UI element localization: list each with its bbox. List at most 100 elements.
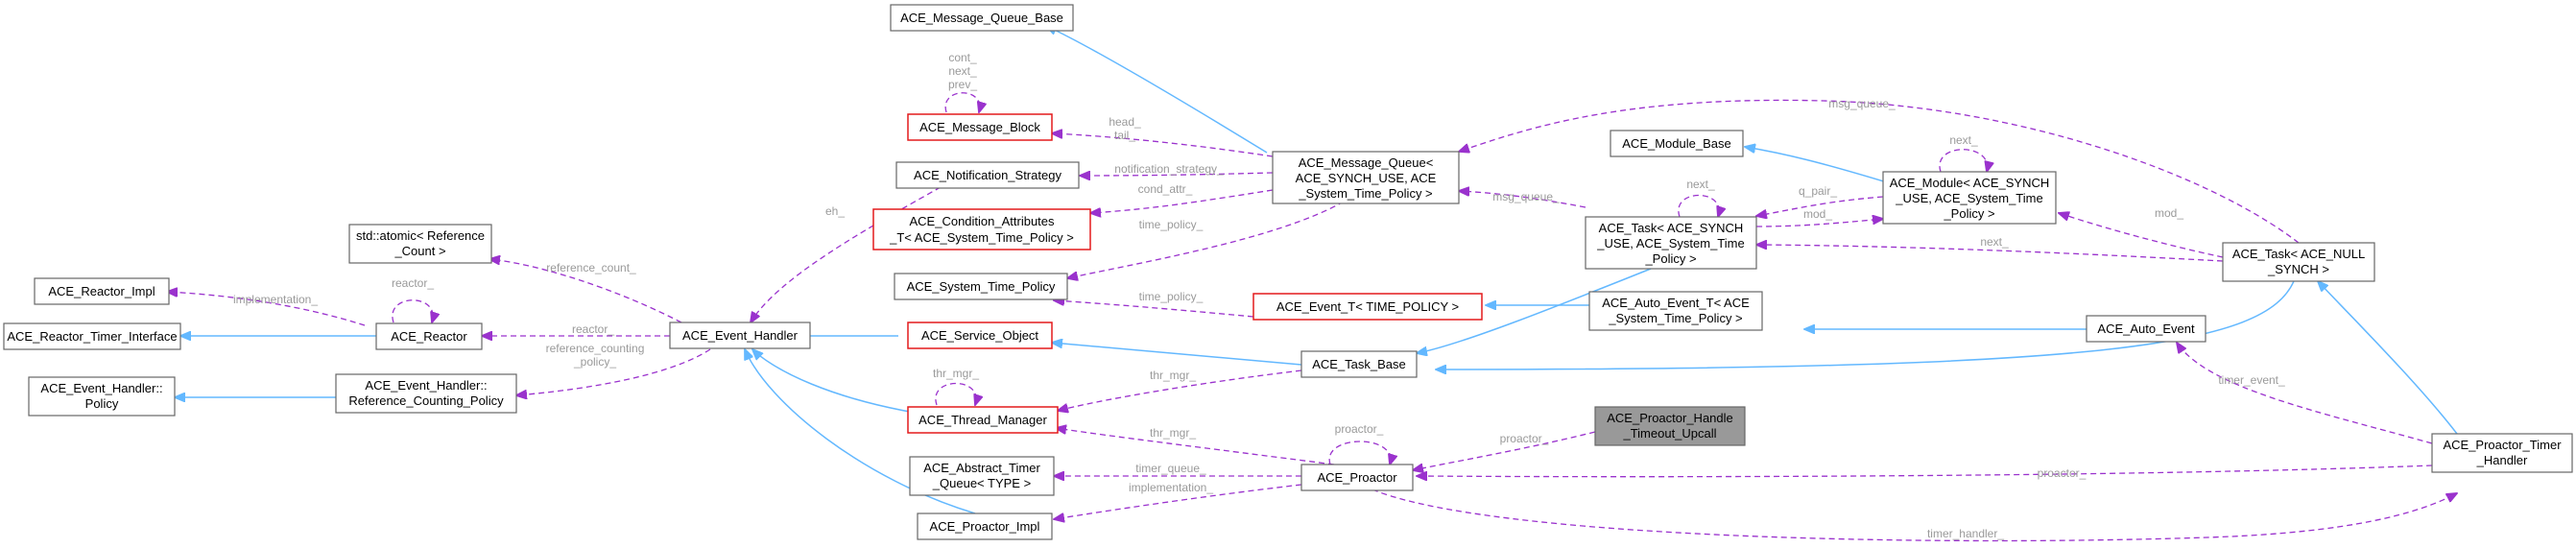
svg-text:ACE_Proactor: ACE_Proactor (1317, 470, 1397, 485)
label-pth-ae: timer_event_ (2218, 373, 2285, 387)
edge-eh-to-rcp (516, 348, 711, 395)
node-ace-message-queue[interactable]: ACE_Message_Queue< ACE_SYNCH_USE, ACE _S… (1272, 151, 1460, 204)
edge-mod-to-modb (1745, 147, 1888, 183)
svg-text:_Handler: _Handler (2476, 453, 2528, 467)
label-reactor-self: reactor_ (392, 276, 434, 290)
edge-tnull-to-task (1756, 245, 2224, 262)
edge-mod-self (1939, 149, 1988, 172)
node-ace-task-null-synch[interactable]: ACE_Task< ACE_NULL _SYNCH > (2222, 242, 2375, 282)
node-ace-condition-attributes[interactable]: ACE_Condition_Attributes _T< ACE_System_… (872, 208, 1091, 250)
svg-text:ACE_Message_Block: ACE_Message_Block (919, 120, 1040, 134)
svg-text:_System_Time_Policy >: _System_Time_Policy > (1298, 186, 1432, 201)
node-ace-proactor-impl[interactable]: ACE_Proactor_Impl (917, 512, 1053, 540)
label-tm-self: thr_mgr_ (933, 367, 979, 380)
edge-task-to-tb (1417, 268, 1652, 353)
node-ace-auto-event[interactable]: ACE_Auto_Event (2086, 315, 2206, 343)
edge-reactor-self (392, 299, 433, 322)
edge-tm-self (935, 382, 976, 406)
label-pro-pth: timer_handler_ (1927, 527, 2004, 540)
svg-text:_Policy >: _Policy > (1943, 206, 1994, 221)
svg-text:ACE_Module_Base: ACE_Module_Base (1622, 136, 1730, 151)
svg-text:ACE_Abstract_Timer: ACE_Abstract_Timer (923, 461, 1040, 475)
label-pth-pro: proactor_ (2038, 466, 2087, 480)
edge-task-self (1678, 194, 1719, 218)
node-ace-message-queue-base[interactable]: ACE_Message_Queue_Base (890, 4, 1074, 32)
label-tnull-mq: msg_queue_ (1828, 97, 1896, 110)
node-ace-service-object[interactable]: ACE_Service_Object (907, 322, 1053, 349)
node-ace-abstract-timer-queue[interactable]: ACE_Abstract_Timer _Queue< TYPE > (909, 456, 1055, 496)
edge-tb-to-tm (1058, 369, 1302, 411)
label-mod-self: next_ (1949, 133, 1978, 147)
label-tnull-task: next_ (1980, 235, 2009, 249)
node-ace-proactor[interactable]: ACE_Proactor (1300, 464, 1414, 491)
node-ace-task[interactable]: ACE_Task< ACE_SYNCH _USE, ACE_System_Tim… (1585, 216, 1757, 270)
svg-text:_SYNCH >: _SYNCH > (2267, 262, 2329, 276)
edge-tnull-to-mod (2059, 213, 2224, 258)
svg-text:ACE_Event_Handler::: ACE_Event_Handler:: (40, 381, 162, 395)
svg-text:ACE_Service_Object: ACE_Service_Object (921, 328, 1038, 343)
svg-text:ACE_Auto_Event_T< ACE: ACE_Auto_Event_T< ACE (1602, 296, 1750, 310)
label-ns-eh: eh_ (825, 204, 845, 218)
node-ace-module[interactable]: ACE_Module< ACE_SYNCH _USE, ACE_System_T… (1882, 171, 2057, 225)
label-mq-stp: time_policy_ (1139, 218, 1204, 231)
edge-pro-to-tm (1056, 428, 1335, 465)
node-ace-auto-event-t[interactable]: ACE_Auto_Event_T< ACE _System_Time_Polic… (1588, 291, 1763, 331)
node-ace-reactor-timer-interface[interactable]: ACE_Reactor_Timer_Interface (3, 322, 181, 350)
node-ace-proactor-handle-timeout-upcall[interactable]: ACE_Proactor_Handle _Timeout_Upcall (1594, 406, 1746, 446)
edge-ns-to-eh (751, 186, 942, 322)
label-mq-mb: head_tail_ (1109, 115, 1141, 142)
edge-pimpl-to-eh (745, 349, 976, 514)
label-pro-pimpl: implementation_ (1129, 481, 1213, 494)
svg-text:ACE_System_Time_Policy: ACE_System_Time_Policy (907, 279, 1056, 294)
svg-text:_USE, ACE_System_Time: _USE, ACE_System_Time (1895, 191, 2042, 205)
node-ace-module-base[interactable]: ACE_Module_Base (1610, 130, 1744, 157)
svg-text:ACE_Notification_Strategy: ACE_Notification_Strategy (914, 168, 1061, 182)
node-ace-event-t[interactable]: ACE_Event_T< TIME_POLICY > (1252, 293, 1483, 321)
label-mod-task: q_pair_ (1799, 184, 1837, 198)
edge-mq-to-stp (1067, 201, 1345, 278)
svg-text:ACE_Task< ACE_NULL: ACE_Task< ACE_NULL (2232, 247, 2365, 261)
node-ace-event-handler[interactable]: ACE_Event_Handler (669, 322, 811, 349)
svg-text:ACE_Reactor_Impl: ACE_Reactor_Impl (48, 284, 155, 298)
edge-labels: cont_next_prev_ head_tail_ notification_… (233, 51, 2285, 540)
label-eh-rcp: reference_counting_policy_ (546, 342, 645, 369)
edge-mod-to-task (1756, 196, 1884, 216)
node-ace-system-time-policy[interactable]: ACE_System_Time_Policy (894, 273, 1068, 300)
node-ace-task-base[interactable]: ACE_Task_Base (1300, 350, 1418, 378)
nodes: ACE_Message_Queue_Base ACE_Message_Block… (3, 4, 2573, 540)
node-ace-reactor-impl[interactable]: ACE_Reactor_Impl (34, 277, 170, 305)
svg-text:Policy: Policy (85, 396, 119, 411)
node-ace-thread-manager[interactable]: ACE_Thread_Manager (907, 406, 1059, 434)
svg-text:ACE_Message_Queue<: ACE_Message_Queue< (1299, 155, 1434, 170)
node-std-atomic[interactable]: std::atomic< Reference _Count > (348, 224, 492, 264)
label-tb-tm: thr_mgr_ (1150, 369, 1196, 382)
edge-tnull-to-mq (1459, 99, 2300, 244)
svg-text:ACE_Event_Handler::: ACE_Event_Handler:: (365, 378, 487, 393)
label-task-mq: msg_queue_ (1492, 190, 1560, 203)
node-ace-notification-strategy[interactable]: ACE_Notification_Strategy (895, 161, 1080, 189)
label-eh-reactor: reactor_ (572, 322, 614, 336)
node-ace-event-handler-policy[interactable]: ACE_Event_Handler:: Policy (28, 376, 176, 417)
edge-pro-to-pth (1371, 488, 2457, 542)
edge-reactor-to-rimpl (167, 292, 366, 326)
label-mq-ca: cond_attr_ (1138, 182, 1193, 196)
usage-edges (167, 92, 2457, 542)
svg-text:ACE_Proactor_Timer: ACE_Proactor_Timer (2443, 438, 2562, 452)
svg-text:_Count >: _Count > (394, 244, 445, 258)
edge-pro-self (1328, 441, 1391, 465)
svg-text:ACE_Auto_Event: ACE_Auto_Event (2097, 322, 2195, 336)
node-ace-message-block[interactable]: ACE_Message_Block (907, 113, 1053, 141)
node-ace-event-handler-reference-counting-policy[interactable]: ACE_Event_Handler:: Reference_Counting_P… (335, 373, 517, 414)
node-ace-reactor[interactable]: ACE_Reactor (375, 322, 483, 350)
svg-text:_System_Time_Policy >: _System_Time_Policy > (1608, 311, 1742, 325)
svg-text:_Queue< TYPE >: _Queue< TYPE > (932, 476, 1031, 490)
label-et-stp: time_policy_ (1139, 290, 1204, 303)
node-ace-proactor-timer-handler[interactable]: ACE_Proactor_Timer _Handler (2431, 433, 2573, 473)
edge-pth-to-pro (1417, 465, 2433, 477)
edge-mq-to-ca (1090, 189, 1274, 213)
svg-text:_T< ACE_System_Time_Policy >: _T< ACE_System_Time_Policy > (889, 230, 1074, 245)
label-mb-self: cont_next_prev_ (948, 51, 977, 91)
edge-tb-to-so (1052, 343, 1302, 366)
svg-text:ACE_Reactor_Timer_Interface: ACE_Reactor_Timer_Interface (7, 329, 177, 344)
